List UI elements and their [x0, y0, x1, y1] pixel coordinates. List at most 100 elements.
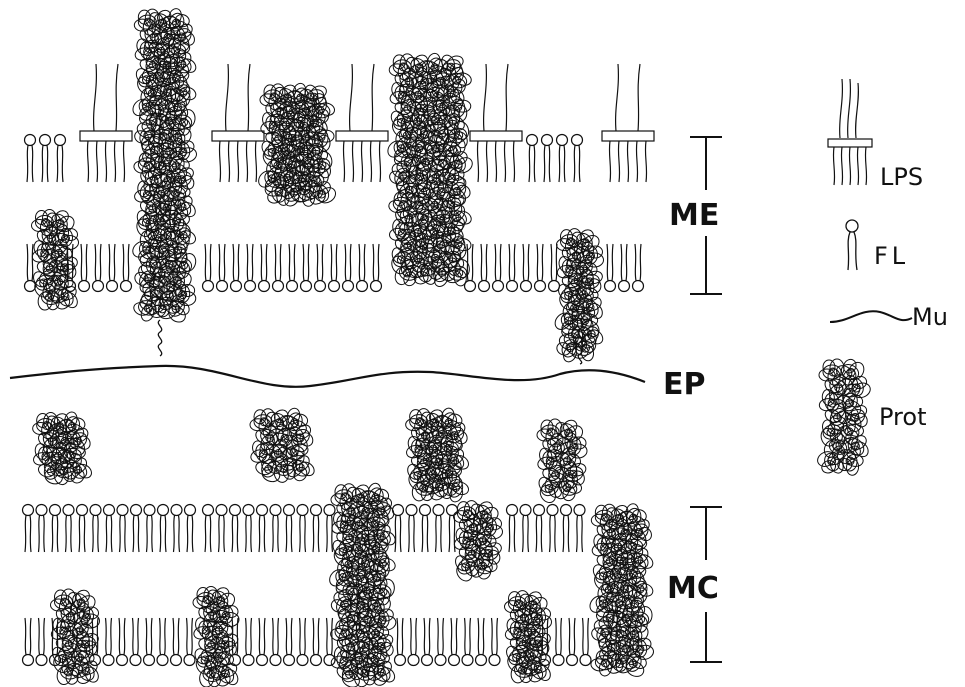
phospholipid [185, 505, 196, 553]
phospholipid [395, 618, 406, 666]
phospholipid [203, 505, 214, 553]
phospholipid [257, 618, 268, 666]
phospholipid [284, 618, 295, 666]
phospholipid [633, 244, 644, 292]
phospholipid [90, 505, 101, 553]
lps-molecule [80, 64, 132, 182]
periplasmic-protein [247, 404, 319, 487]
phospholipid [36, 505, 47, 553]
phospholipid [535, 244, 546, 292]
phospholipid [284, 505, 295, 553]
phospholipid [36, 618, 47, 666]
phospholipid [40, 135, 51, 183]
label-outer-membrane: ME [669, 198, 719, 233]
phospholipid [107, 244, 118, 292]
porin-protein [385, 49, 476, 291]
phospholipid [77, 505, 88, 553]
phospholipid [171, 618, 182, 666]
phospholipid [270, 618, 281, 666]
phospholipid [243, 618, 254, 666]
phospholipid [534, 505, 545, 553]
phospholipid [521, 244, 532, 292]
phospholipid [144, 505, 155, 553]
proteins [27, 4, 657, 687]
phospholipid [270, 505, 281, 553]
periplasmic-protein [402, 403, 474, 506]
lps-molecule [470, 64, 522, 182]
phospholipid [23, 505, 34, 553]
legend-prot-label: Prot [879, 403, 926, 431]
legend-lps-label: LPS [880, 163, 923, 191]
phospholipid [103, 618, 114, 666]
phospholipid [257, 505, 268, 553]
phospholipid [259, 244, 270, 292]
phospholipid [217, 244, 228, 292]
phospholipid [476, 618, 487, 666]
membrane-protein [449, 495, 505, 583]
phospholipid [433, 505, 444, 553]
membrane-protein [46, 584, 104, 687]
cytoplasmic-membrane [23, 505, 592, 666]
phospholipid [93, 244, 104, 292]
phospholipid [422, 618, 433, 666]
phospholipid [55, 135, 66, 183]
phospholipid [297, 505, 308, 553]
lipoprotein [552, 223, 609, 365]
phospholipid [216, 505, 227, 553]
phospholipid [184, 618, 195, 666]
phospholipid [273, 244, 284, 292]
phospholipid [301, 244, 312, 292]
phospholipid [567, 618, 578, 666]
integral-membrane-protein [587, 499, 658, 679]
outer-membrane [25, 64, 655, 292]
phospholipid [157, 618, 168, 666]
phospholipid [449, 618, 460, 666]
label-periplasm: EP [663, 367, 705, 402]
phospholipid [287, 244, 298, 292]
phospholipid [104, 505, 115, 553]
phospholipid [79, 244, 90, 292]
phospholipid [479, 244, 490, 292]
phospholipid [435, 618, 446, 666]
label-cytoplasmic-membrane: MC [667, 571, 719, 606]
phospholipid [542, 135, 553, 183]
phospholipid [50, 505, 61, 553]
phospholipid [243, 505, 254, 553]
outer-membrane-protein [255, 79, 338, 212]
membrane-protein [189, 581, 244, 687]
phospholipid [245, 244, 256, 292]
phospholipid [619, 244, 630, 292]
phospholipid [408, 618, 419, 666]
inner-leaflet [25, 244, 644, 292]
phospholipid [371, 244, 382, 292]
phospholipid [493, 244, 504, 292]
phospholipid [580, 618, 591, 666]
phospholipid [130, 618, 141, 666]
lps-molecule [602, 64, 654, 182]
protein-legend-icon [815, 354, 874, 479]
periplasmic-protein [30, 407, 97, 488]
phospholipid [171, 505, 182, 553]
lps-molecule [336, 64, 388, 182]
phospholipid [574, 505, 585, 553]
phospholipid [131, 505, 142, 553]
legend: LPS FL Mu Prot [815, 79, 948, 479]
phospholipid [553, 618, 564, 666]
phospholipid [507, 244, 518, 292]
phospholipid [23, 618, 34, 666]
murein-layer [10, 366, 645, 387]
lps-legend-icon [828, 79, 872, 185]
phospholipid [357, 244, 368, 292]
phospholipid [230, 505, 241, 553]
phospholipid [547, 505, 558, 553]
integral-membrane-protein [326, 479, 400, 687]
legend-fl-label: FL [874, 242, 909, 270]
lipoprotein-anchor [158, 320, 161, 356]
membrane-protein [500, 585, 556, 687]
phospholipid [549, 244, 560, 292]
phospholipid [231, 244, 242, 292]
phospholipid [297, 618, 308, 666]
phospholipid [605, 244, 616, 292]
phospholipid [117, 618, 128, 666]
